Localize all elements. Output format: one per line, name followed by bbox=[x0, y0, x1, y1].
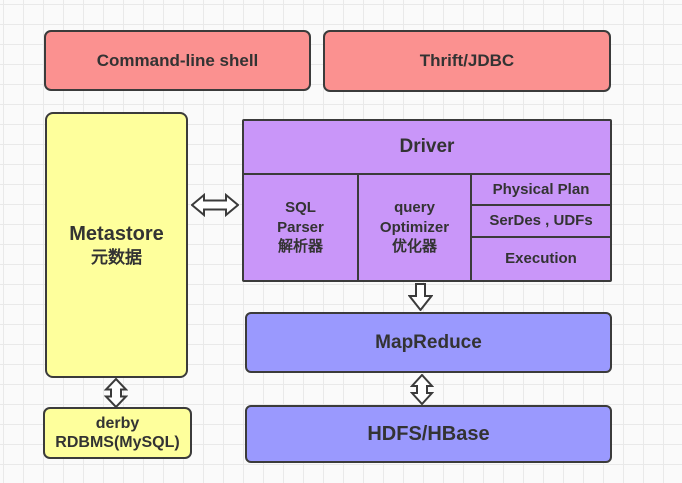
node-label: Driver bbox=[399, 136, 455, 157]
node-label: Physical Plan bbox=[492, 180, 590, 198]
metastore-driver-double-arrow-icon bbox=[191, 193, 239, 217]
node-mapreduce: MapReduce bbox=[245, 312, 612, 373]
node-label: Metastore bbox=[69, 222, 164, 245]
driver-right-column: Physical Plan SerDes , UDFs Execution bbox=[472, 175, 610, 280]
driver-mapreduce-down-arrow-icon bbox=[408, 283, 433, 311]
node-physical-plan: Physical Plan bbox=[472, 175, 610, 206]
node-label: Execution bbox=[505, 250, 577, 268]
node-driver: Driver SQL Parser 解析器 query Optimizer 优化… bbox=[242, 119, 612, 282]
node-derby-rdbms: derby RDBMS(MySQL) bbox=[43, 407, 192, 459]
node-label: Thrift/JDBC bbox=[419, 51, 515, 71]
node-sublabel: 解析器 bbox=[277, 238, 323, 256]
node-query-optimizer: query Optimizer 优化器 bbox=[359, 175, 472, 280]
node-label: HDFS/HBase bbox=[367, 422, 490, 445]
node-sublabel: 元数据 bbox=[91, 247, 142, 267]
node-label: Command-line shell bbox=[96, 50, 259, 70]
node-label: SQL bbox=[285, 199, 316, 217]
node-command-line-shell: Command-line shell bbox=[44, 30, 311, 91]
node-label: Optimizer bbox=[379, 218, 450, 236]
node-label: RDBMS(MySQL) bbox=[55, 434, 180, 451]
node-hdfs-hbase: HDFS/HBase bbox=[245, 405, 612, 463]
node-metastore: Metastore 元数据 bbox=[45, 112, 188, 378]
metastore-derby-double-arrow-icon bbox=[104, 378, 128, 408]
node-label: derby bbox=[95, 414, 140, 432]
node-sublabel: 优化器 bbox=[391, 238, 437, 256]
node-thrift-jdbc: Thrift/JDBC bbox=[323, 30, 611, 92]
mapreduce-hdfs-double-arrow-icon bbox=[410, 374, 434, 405]
node-label: Parser bbox=[277, 218, 324, 236]
driver-header: Driver bbox=[244, 121, 610, 175]
node-label: query bbox=[394, 199, 435, 217]
node-label: SerDes , UDFs bbox=[489, 212, 593, 230]
node-execution: Execution bbox=[472, 238, 610, 280]
node-label: MapReduce bbox=[375, 331, 482, 353]
node-serdes-udfs: SerDes , UDFs bbox=[472, 206, 610, 238]
node-sql-parser: SQL Parser 解析器 bbox=[244, 175, 359, 280]
driver-body: SQL Parser 解析器 query Optimizer 优化器 Physi… bbox=[244, 175, 610, 280]
